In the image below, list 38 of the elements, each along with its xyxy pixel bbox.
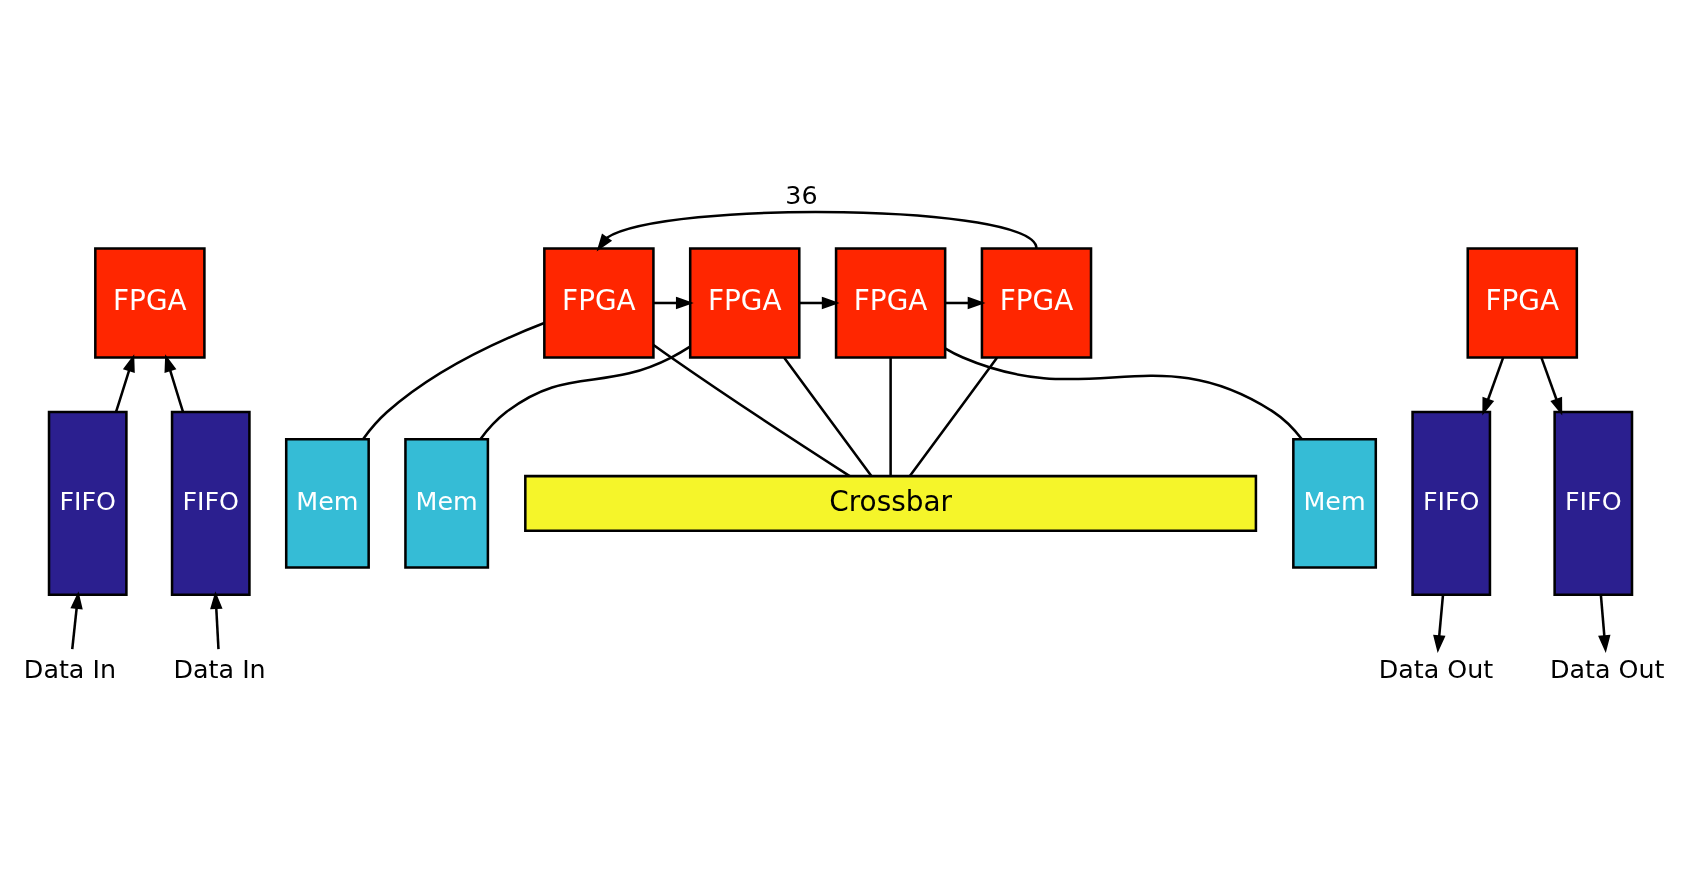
arrow — [70, 590, 83, 649]
arrow — [1433, 594, 1446, 653]
node-box: Mem — [404, 437, 490, 569]
arrow — [1598, 594, 1611, 653]
connector — [783, 356, 873, 477]
node-box: FPGA — [94, 246, 206, 359]
node-box: Crossbar — [524, 474, 1258, 532]
node-box: FPGA — [688, 246, 801, 359]
arrow — [1540, 356, 1563, 416]
connector — [652, 343, 851, 477]
node-box: FPGA — [543, 246, 655, 359]
edge-label: 36 — [785, 179, 818, 210]
node-text: Data In — [23, 653, 117, 684]
node-box: FPGA — [1466, 246, 1579, 359]
node-box: FPGA — [980, 246, 1093, 359]
node-box: Mem — [284, 437, 370, 569]
connector — [479, 345, 691, 440]
node-box: FPGA — [834, 246, 947, 359]
connector — [909, 356, 999, 477]
connector — [944, 346, 1303, 440]
node-text: Data Out — [1378, 653, 1494, 684]
connector — [361, 321, 545, 440]
arrow — [799, 296, 840, 309]
arrow — [653, 296, 694, 309]
node-text: Data Out — [1549, 653, 1665, 684]
node-box: FIFO — [1553, 410, 1634, 596]
arrow — [210, 590, 223, 649]
arrow — [596, 210, 1038, 252]
node-text: Data In — [173, 653, 266, 684]
arrow — [1482, 356, 1505, 416]
arrow — [945, 296, 986, 309]
node-box: Mem — [1292, 437, 1378, 569]
connector — [889, 357, 892, 476]
node-box: FIFO — [170, 410, 251, 596]
node-box: FIFO — [47, 410, 128, 596]
node-box: FIFO — [1411, 410, 1492, 596]
arrow — [114, 353, 135, 412]
arrow — [164, 353, 185, 412]
